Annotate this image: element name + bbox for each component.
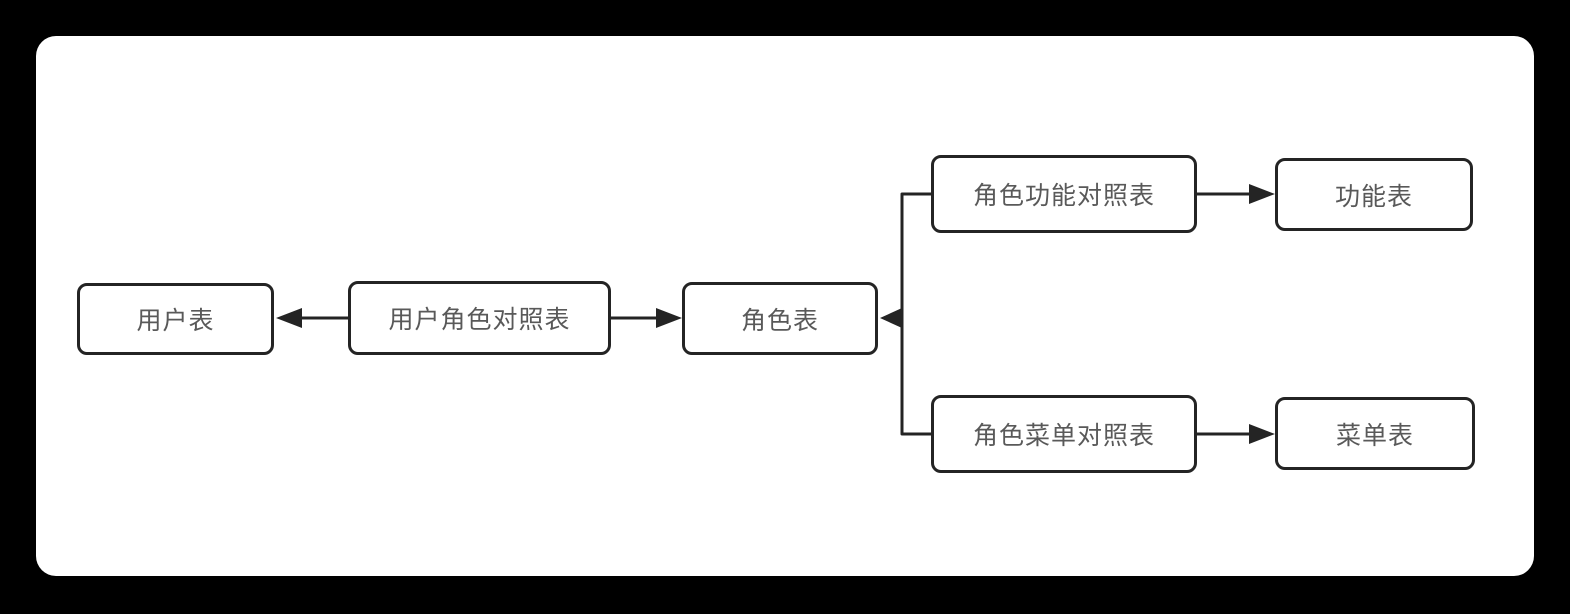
arrowhead-roletable-left — [656, 308, 682, 328]
arrowhead-functiontable — [1249, 184, 1275, 204]
node-menu-table[interactable]: 菜单表 — [1275, 397, 1475, 470]
node-role-function-map-table[interactable]: 角色功能对照表 — [931, 155, 1197, 233]
node-role-menu-map-table[interactable]: 角色菜单对照表 — [931, 395, 1197, 473]
connector-lines — [276, 184, 1275, 444]
diagram-canvas: 用户表 用户角色对照表 角色表 角色功能对照表 功能表 角色菜单对照表 菜单表 — [36, 36, 1534, 576]
node-user-table[interactable]: 用户表 — [77, 283, 274, 355]
edge-elbow-trunk — [900, 192, 931, 436]
node-user-role-map-table[interactable]: 用户角色对照表 — [348, 281, 611, 355]
arrowhead-usertable — [276, 308, 302, 328]
arrowhead-menutable — [1249, 424, 1275, 444]
node-role-table[interactable]: 角色表 — [682, 282, 878, 355]
node-function-table[interactable]: 功能表 — [1275, 158, 1473, 231]
arrowhead-roletable-right — [880, 308, 902, 328]
